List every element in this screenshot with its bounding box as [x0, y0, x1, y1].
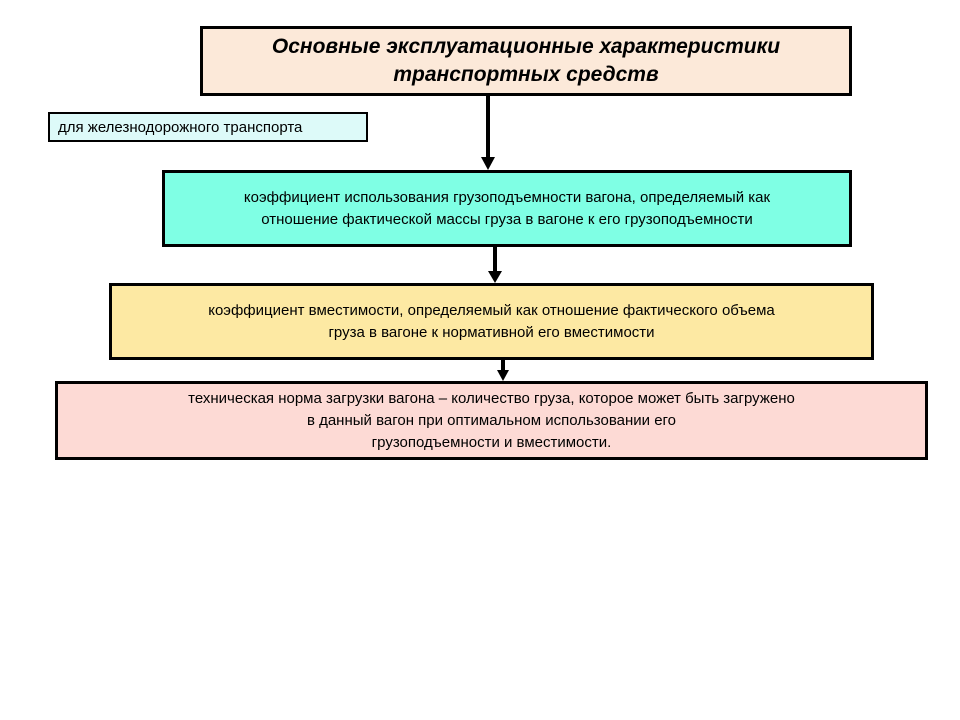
arrow-box1-to-box2	[488, 247, 502, 283]
capacity-coefficient-text: коэффициент вместимости, определяемый ка…	[208, 300, 775, 344]
title-line-1: Основные эксплуатационные характеристики	[271, 35, 781, 58]
loading-norm-text: техническая норма загрузки вагона – коли…	[188, 388, 795, 454]
box3-line-3: грузоподъемности и вместимости.	[371, 433, 612, 451]
load-capacity-coefficient-box: коэффициент использования грузоподъемнос…	[162, 170, 852, 247]
box3-line-1: техническая норма загрузки вагона – коли…	[188, 389, 795, 407]
arrow-title-to-box1	[481, 96, 495, 170]
capacity-coefficient-box: коэффициент вместимости, определяемый ка…	[109, 283, 874, 360]
load-capacity-coefficient-text: коэффициент использования грузоподъемнос…	[244, 187, 770, 231]
box2-line-2: груза в вагоне к нормативной его вместим…	[328, 323, 655, 341]
box1-line-2: отношение фактической массы груза в ваго…	[261, 210, 753, 228]
railway-transport-label-text: для железнодорожного транспорта	[58, 118, 303, 136]
box2-line-1: коэффициент вместимости, определяемый ка…	[208, 301, 775, 319]
loading-norm-box: техническая норма загрузки вагона – коли…	[55, 381, 928, 460]
arrow-box2-to-box3	[497, 360, 509, 381]
box3-line-2: в данный вагон при оптимальном использов…	[306, 411, 677, 429]
railway-transport-label: для железнодорожного транспорта	[48, 112, 368, 142]
box1-line-1: коэффициент использования грузоподъемнос…	[243, 188, 771, 206]
title-box: Основные эксплуатационные характеристики…	[200, 26, 852, 96]
title-text: Основные эксплуатационные характеристики…	[272, 33, 780, 89]
title-line-2: транспортных средств	[393, 63, 659, 86]
